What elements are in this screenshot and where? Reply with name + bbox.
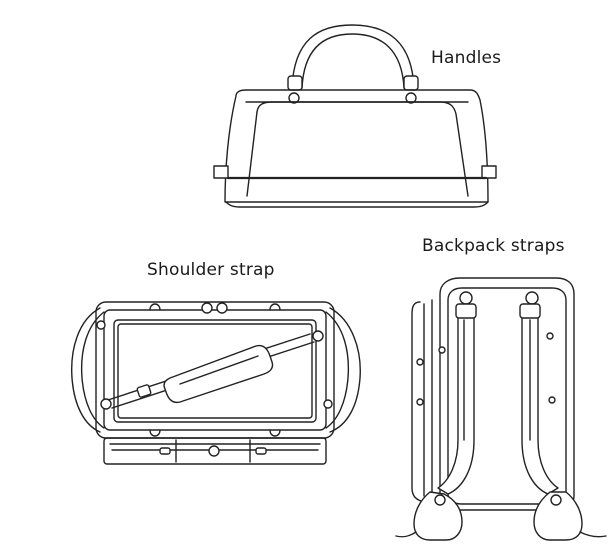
backpack-strap-left xyxy=(395,303,477,541)
base-port-icon xyxy=(208,445,220,457)
top-ring-left xyxy=(459,291,473,305)
strap-loop-right xyxy=(533,491,583,541)
label-backpack-straps: Backpack straps xyxy=(422,236,565,256)
duffel-handles-view xyxy=(213,24,497,208)
duffel-body xyxy=(224,89,489,203)
label-handles: Handles xyxy=(431,48,502,68)
end-cap-right xyxy=(329,307,361,433)
strap-clip-right xyxy=(312,330,324,342)
backpack-view xyxy=(395,277,607,541)
side-panel xyxy=(411,301,441,503)
handle-ring-left xyxy=(288,92,300,104)
shoulder-pad xyxy=(163,344,274,404)
bag-base-panel xyxy=(103,437,327,465)
duffel-shoulder-view xyxy=(71,301,361,465)
handle-strap xyxy=(291,24,415,89)
strap-loop-left xyxy=(413,491,463,541)
top-ring-2 xyxy=(216,302,228,314)
handle-ring-right xyxy=(405,92,417,104)
handle-strap-inner xyxy=(301,33,405,89)
end-cap-left xyxy=(71,307,101,433)
duffel-front-panel xyxy=(256,101,469,197)
top-ring-1 xyxy=(201,302,213,314)
label-shoulder-strap: Shoulder strap xyxy=(147,260,275,280)
side-tab-left xyxy=(213,165,229,179)
handle-clip-right xyxy=(403,75,419,91)
bag-opening xyxy=(113,319,317,423)
side-tab-right xyxy=(481,165,497,179)
strap-clip-left xyxy=(100,398,112,410)
shoulder-strap xyxy=(100,330,324,410)
strap-buckle xyxy=(136,384,152,398)
handle-clip-left xyxy=(287,75,303,91)
top-ring-right xyxy=(525,291,539,305)
backpack-strap-right xyxy=(519,303,607,541)
